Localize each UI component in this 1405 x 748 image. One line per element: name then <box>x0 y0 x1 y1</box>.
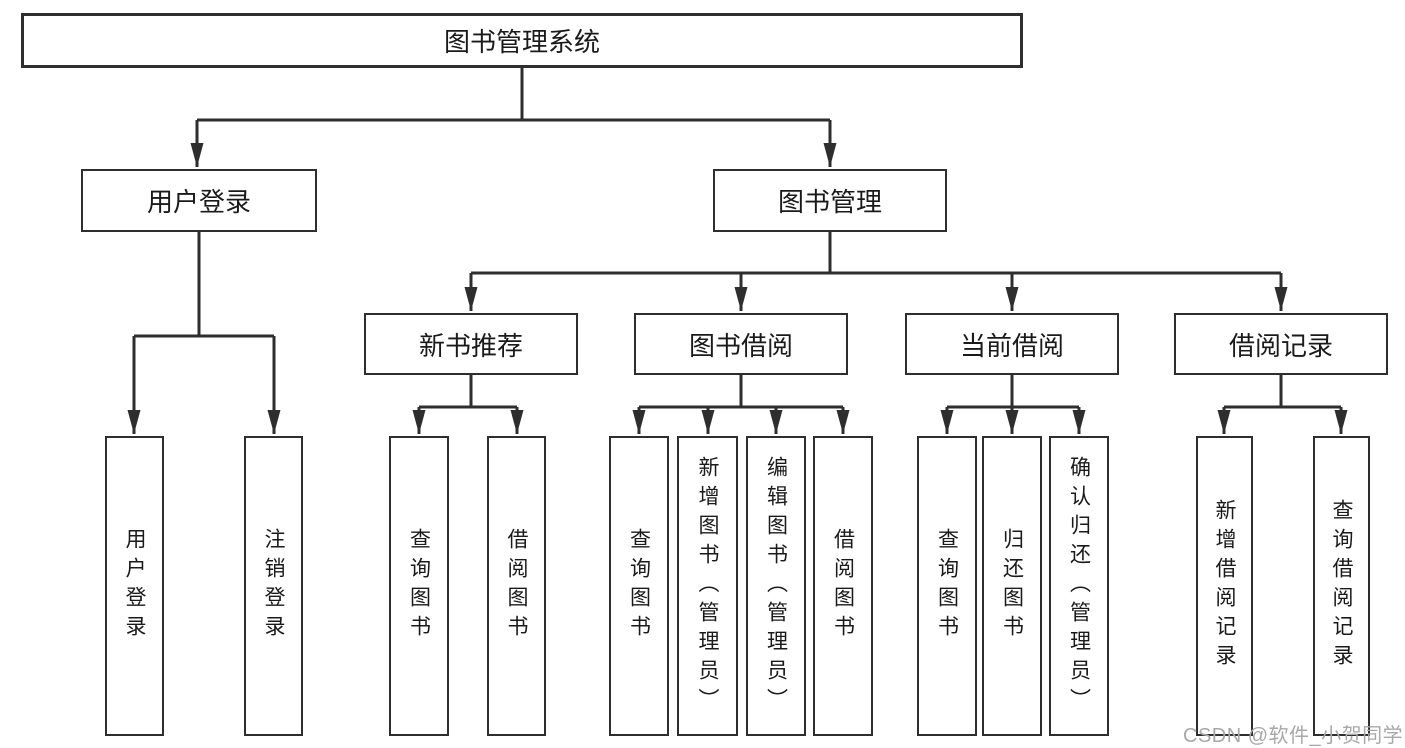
node-label: 用户登录 <box>146 187 251 217</box>
node-book-borrowing: 图书借阅 <box>634 313 848 375</box>
node-label: 新书推荐 <box>418 330 523 361</box>
leaf-label: 用户登录 <box>123 528 147 644</box>
node-label: 图书管理系统 <box>443 27 600 57</box>
leaf-borrow-books-recommend: 借阅图书 <box>487 436 546 736</box>
connector-book-management-children <box>464 231 1288 311</box>
leaf-label: 归还图书 <box>1000 528 1024 644</box>
node-label: 图书管理 <box>777 187 882 217</box>
leaf-label: 新增借阅记录 <box>1213 499 1237 673</box>
node-book-management: 图书管理 <box>713 169 947 232</box>
leaf-query-books-current: 查询图书 <box>917 436 977 736</box>
connector-current-borrowing-children <box>940 373 1086 434</box>
leaf-query-borrow-record: 查询借阅记录 <box>1313 436 1370 736</box>
node-label: 借阅记录 <box>1228 330 1333 361</box>
leaf-label: 查询图书 <box>407 528 431 644</box>
node-new-book-recommendation: 新书推荐 <box>364 313 578 375</box>
leaf-logout: 注销登录 <box>244 436 303 736</box>
leaf-edit-books-admin: 编辑图书（管理员） <box>746 436 806 736</box>
connector-user-login-children <box>127 231 281 434</box>
node-library-management-system: 图书管理系统 <box>21 13 1023 68</box>
leaf-label: 新增图书（管理员） <box>696 455 720 717</box>
connector-borrowing-records-children <box>1217 373 1348 434</box>
node-user-login: 用户登录 <box>81 169 317 232</box>
leaf-label: 查询图书 <box>627 528 651 644</box>
leaf-query-books-recommend: 查询图书 <box>389 436 449 736</box>
leaf-label: 注销登录 <box>262 528 286 644</box>
csdn-watermark: CSDN @软件_小贺同学 <box>1183 725 1404 747</box>
connector-new-book-recommendation-children <box>412 373 524 434</box>
leaf-label: 借阅图书 <box>505 528 529 644</box>
leaf-add-borrow-record: 新增借阅记录 <box>1196 436 1253 736</box>
leaf-confirm-return-admin: 确认归还（管理员） <box>1049 436 1109 736</box>
leaf-borrow-books: 借阅图书 <box>813 436 873 736</box>
leaf-label: 确认归还（管理员） <box>1067 455 1091 717</box>
leaf-label: 编辑图书（管理员） <box>764 455 788 717</box>
node-label: 当前借阅 <box>959 330 1064 361</box>
leaf-user-login: 用户登录 <box>105 436 164 736</box>
node-label: 图书借阅 <box>688 330 793 361</box>
leaf-label: 借阅图书 <box>831 528 855 644</box>
leaf-label: 查询图书 <box>935 528 959 644</box>
leaf-return-books: 归还图书 <box>982 436 1042 736</box>
leaf-label: 查询借阅记录 <box>1330 499 1354 673</box>
leaf-query-books-borrowing: 查询图书 <box>609 436 669 736</box>
node-borrowing-records: 借阅记录 <box>1174 313 1388 375</box>
connector-root-to-level2 <box>190 67 837 167</box>
leaf-add-books-admin: 新增图书（管理员） <box>677 436 738 736</box>
node-current-borrowing: 当前借阅 <box>905 313 1119 375</box>
connector-book-borrowing-children <box>632 373 850 434</box>
